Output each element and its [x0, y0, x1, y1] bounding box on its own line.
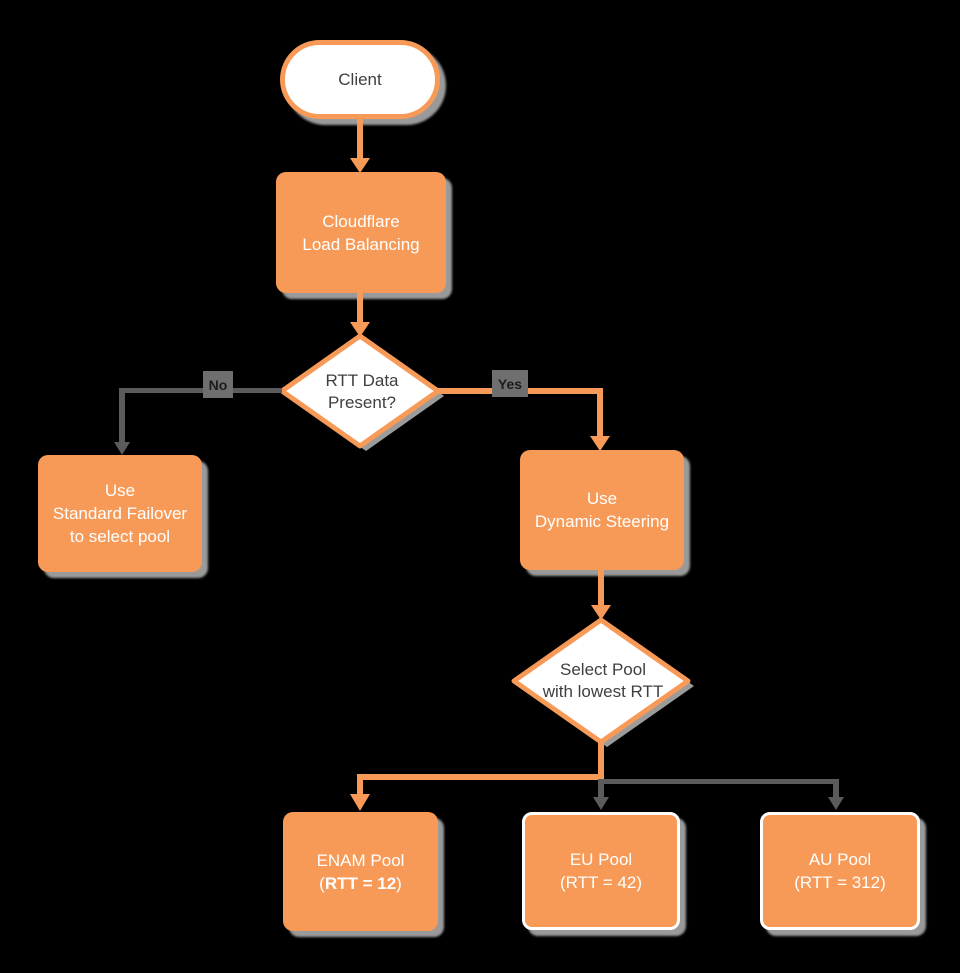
edge-lb-to-rtt-decision: [357, 293, 363, 323]
edge-client-to-lb: [357, 119, 363, 159]
eu-pool-line1: EU Pool: [569, 850, 633, 869]
select-pool-line1: Select Pool: [560, 660, 646, 680]
arrowhead-client-to-lb: [350, 158, 370, 173]
arrowhead-lb-to-rtt-decision: [350, 322, 370, 337]
enam-rtt-close: ): [396, 873, 402, 893]
edge-au-horizontal: [604, 779, 839, 784]
edge-steering-to-select: [598, 570, 604, 606]
rtt-decision-label: RTT Data Present?: [276, 333, 448, 450]
edge-au-vertical: [833, 779, 839, 798]
arrowhead-enam: [350, 794, 370, 811]
standard-failover-node: Use Standard Failover to select pool: [38, 455, 202, 572]
edge-enam-vertical: [357, 774, 363, 795]
dynamic-steering-node: Use Dynamic Steering: [520, 450, 684, 570]
edge-eu-vertical: [598, 779, 604, 798]
select-pool-label: Select Pool with lowest RTT: [508, 617, 698, 746]
enam-pool-line1: ENAM Pool: [316, 850, 405, 870]
enam-pool-node: ENAM Pool (RTT = 12): [283, 812, 438, 931]
client-node: Client: [280, 40, 440, 119]
arrowhead-au: [828, 797, 844, 810]
arrowhead-eu: [593, 797, 609, 810]
dynamic-steering-line2: Dynamic Steering: [534, 512, 670, 531]
arrowhead-no: [114, 442, 130, 455]
edge-label-no: No: [203, 371, 233, 398]
rtt-decision-line1: RTT Data: [325, 370, 399, 390]
rtt-decision-diamond-shape: [279, 333, 444, 451]
select-pool-diamond: Select Pool with lowest RTT: [508, 617, 698, 751]
select-pool-line2: with lowest RTT: [542, 682, 664, 702]
arrowhead-steering-to-select: [591, 605, 611, 620]
edge-yes-vertical: [597, 388, 603, 437]
rtt-decision-line2: Present?: [327, 392, 397, 412]
standard-failover-line1: Use: [104, 481, 136, 500]
eu-pool-line2: (RTT = 42): [559, 873, 643, 892]
enam-rtt-open: (: [319, 873, 325, 893]
au-pool-line2: (RTT = 312): [794, 873, 886, 892]
eu-pool-node: EU Pool (RTT = 42): [522, 812, 680, 930]
au-pool-line1: AU Pool: [808, 850, 872, 869]
dynamic-steering-line1: Use: [586, 489, 618, 508]
enam-pool-line2: (RTT = 12): [319, 872, 402, 895]
load-balancing-label-line2: Load Balancing: [302, 234, 420, 254]
edge-enam-horizontal: [357, 774, 604, 780]
standard-failover-line2: Standard Failover: [52, 504, 188, 523]
edge-no-horizontal: [120, 388, 282, 393]
rtt-decision-diamond: RTT Data Present?: [276, 333, 448, 455]
select-pool-diamond-shape: [511, 617, 694, 747]
standard-failover-line3: to select pool: [69, 527, 171, 546]
load-balancing-node: Cloudflare Load Balancing: [276, 172, 446, 293]
edge-select-stem: [598, 742, 604, 778]
arrowhead-yes: [590, 436, 610, 451]
load-balancing-label-line1: Cloudflare: [322, 211, 400, 231]
edge-no-vertical: [119, 388, 125, 443]
client-label: Client: [338, 70, 382, 89]
edge-label-yes: Yes: [492, 370, 528, 397]
au-pool-node: AU Pool (RTT = 312): [760, 812, 920, 930]
enam-rtt-value: RTT = 12: [324, 873, 397, 893]
